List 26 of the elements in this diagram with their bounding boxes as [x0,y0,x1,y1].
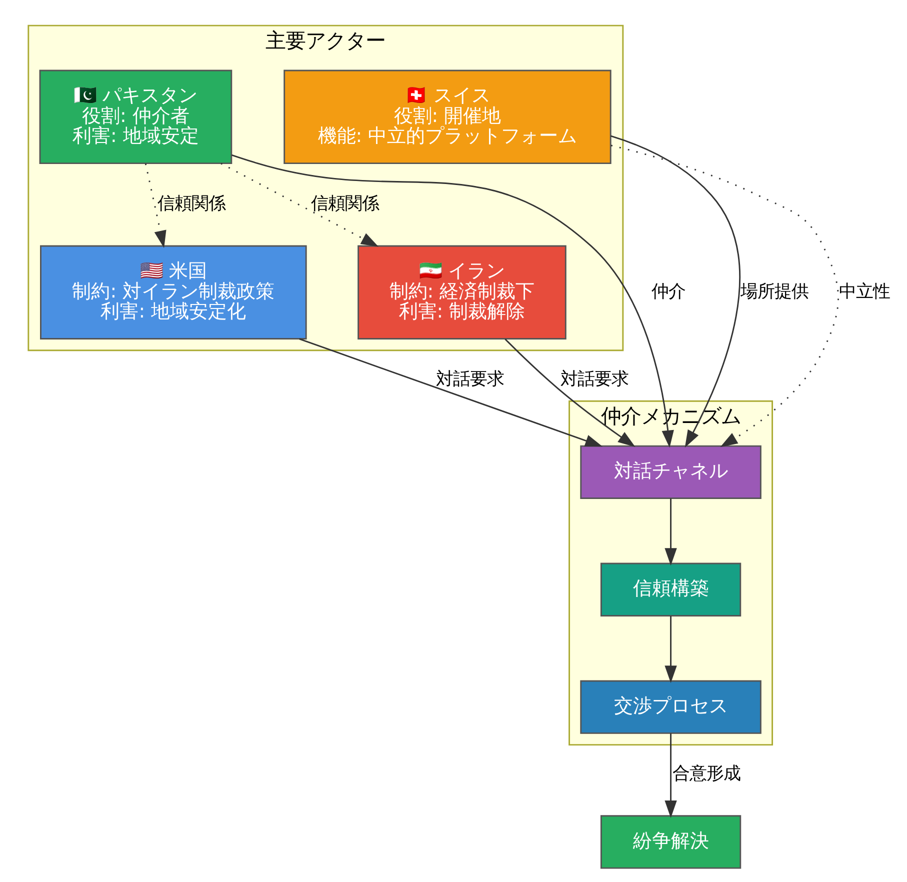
arrow [298,338,602,447]
node-box: 🇨🇭 スイス 役割: 開催地 機能: 中立的プラットフォーム [283,70,611,164]
arrow [504,338,635,447]
arrow [664,733,676,818]
node-box: 🇺🇸 米国 制約: 対イラン制裁政策 利害: 地域安定化 [40,245,306,340]
arrow [220,162,378,247]
node-box: 🇵🇰 パキスタン 役割: 仲介者 利害: 地域安定 [38,70,232,164]
arrow [664,616,676,684]
edge-label: 対話要求 [560,370,628,390]
edge-label: 仲介 [651,282,686,302]
edge-label: 対話要求 [435,370,504,390]
edge-label: 信頼関係 [310,194,379,214]
node-box: 交渉プロセス [580,680,761,734]
arrow [610,135,740,448]
arrow [144,164,166,248]
edge-label: 合意形成 [672,764,740,784]
node-box: 紛争解決 [600,815,741,869]
node-box: 信頼構築 [600,562,741,616]
edge-label: 信頼関係 [157,194,226,214]
edge-label: 場所提供 [740,282,808,302]
node-box: 🇮🇷 イラン 制約: 経済制裁下 利害: 制裁解除 [357,245,566,340]
node-box: 対話チャネル [580,445,761,499]
edge-label: 中立性 [838,282,890,302]
arrow [231,154,674,448]
arrow [664,498,676,566]
arrow [610,144,838,448]
